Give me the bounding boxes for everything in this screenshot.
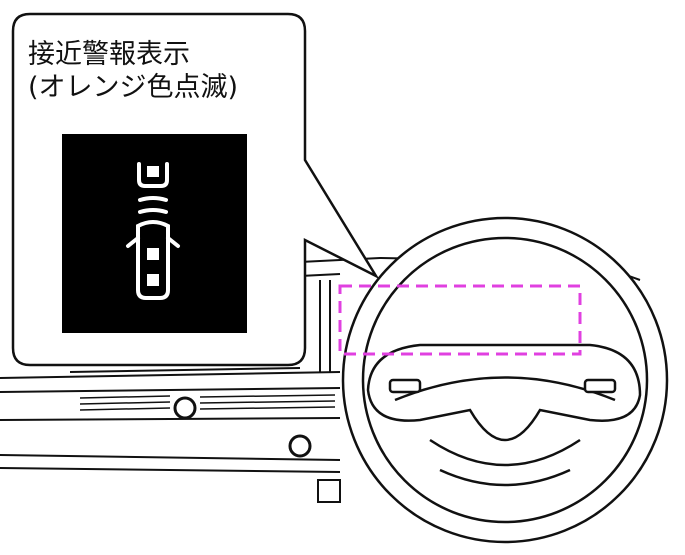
indicator-panel — [62, 134, 247, 333]
start-button — [288, 434, 312, 458]
air-vent-left — [79, 394, 336, 411]
steering-wheel — [341, 216, 669, 544]
callout-caption: 接近警報表示 (オレンジ色点滅) — [28, 38, 238, 104]
usb-port — [317, 479, 341, 503]
caption-subtitle: (オレンジ色点滅) — [28, 72, 239, 103]
approach-warning-icon — [126, 162, 180, 300]
caption-title: 接近警報表示 — [28, 39, 190, 70]
meter-display-highlight — [338, 284, 582, 356]
hazard-knob — [173, 396, 197, 420]
callout-box — [11, 12, 380, 367]
